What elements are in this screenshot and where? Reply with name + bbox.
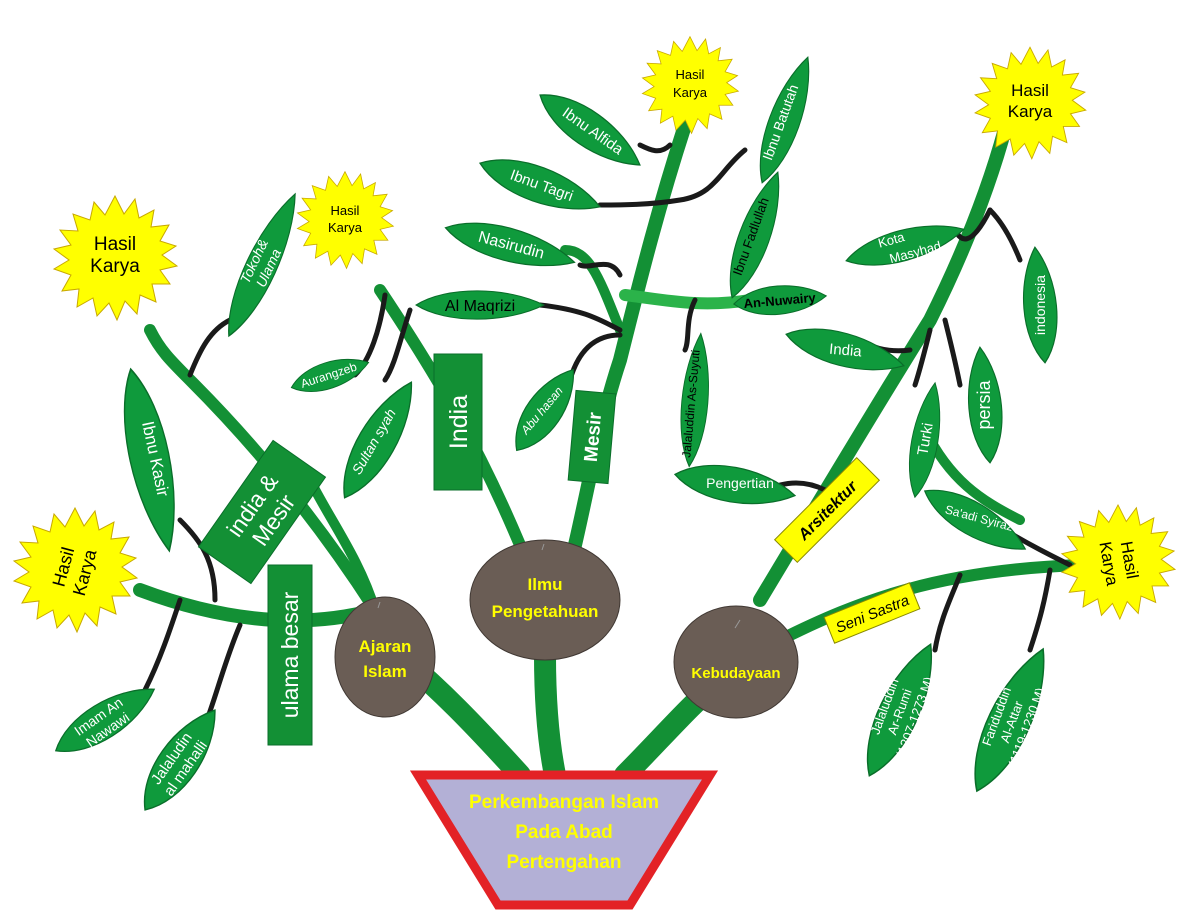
- label-al-maqrizi: Al Maqrizi: [445, 298, 515, 315]
- board-ulama-besar: ulama besar: [268, 565, 312, 745]
- svg-text:Hasil: Hasil: [94, 234, 136, 255]
- svg-text:Karya: Karya: [90, 256, 140, 277]
- svg-text:Kebudayaan: Kebudayaan: [691, 665, 780, 682]
- label-indonesia: indonesia: [1032, 275, 1048, 335]
- svg-text:Mesir: Mesir: [581, 411, 606, 463]
- svg-text:Ilmu: Ilmu: [528, 575, 563, 594]
- svg-text:Hasil: Hasil: [1011, 81, 1049, 100]
- sun-hasil-karya-6: Hasil Karya: [1062, 505, 1175, 619]
- svg-text:ulama besar: ulama besar: [277, 591, 303, 718]
- sun-hasil-karya-4: Hasil Karya: [975, 47, 1086, 159]
- svg-text:Karya: Karya: [673, 85, 708, 100]
- pot: Perkembangan Islam Pada Abad Pertengahan: [418, 775, 710, 905]
- svg-text:Karya: Karya: [328, 220, 363, 235]
- pot-title-line-3: Pertengahan: [506, 852, 621, 873]
- sun-hasil-karya-1: Hasil Karya: [54, 196, 177, 320]
- sun-hasil-karya-2: Hasil Karya: [297, 172, 393, 269]
- board-mesir: Mesir: [568, 390, 616, 483]
- board-arsitektur: Arsitektur: [775, 458, 880, 563]
- node-ajaran-islam: Ajaran Islam: [335, 597, 435, 717]
- board-seni-sastra: Seni Sastra: [824, 583, 920, 643]
- svg-text:Pengetahuan: Pengetahuan: [492, 602, 599, 621]
- svg-text:Karya: Karya: [1008, 102, 1053, 121]
- svg-text:Ajaran: Ajaran: [359, 637, 412, 656]
- label-india: India: [828, 341, 863, 361]
- pot-title-line-1: Perkembangan Islam: [469, 792, 659, 813]
- board-india: India: [434, 354, 482, 490]
- node-kebudayaan: Kebudayaan: [674, 606, 798, 718]
- svg-text:India: India: [445, 395, 473, 449]
- label-pengertian: Pengertian: [706, 475, 774, 491]
- node-ilmu-pengetahuan: Ilmu Pengetahuan: [470, 540, 620, 660]
- svg-text:Islam: Islam: [363, 662, 406, 681]
- sun-hasil-karya-3: Hasil Karya: [642, 37, 738, 134]
- pot-title-line-2: Pada Abad: [515, 822, 613, 843]
- sun-hasil-karya-5: Hasil Karya: [14, 508, 137, 632]
- label-persia: persia: [974, 380, 994, 430]
- svg-text:Hasil: Hasil: [676, 67, 705, 82]
- svg-text:Hasil: Hasil: [331, 203, 360, 218]
